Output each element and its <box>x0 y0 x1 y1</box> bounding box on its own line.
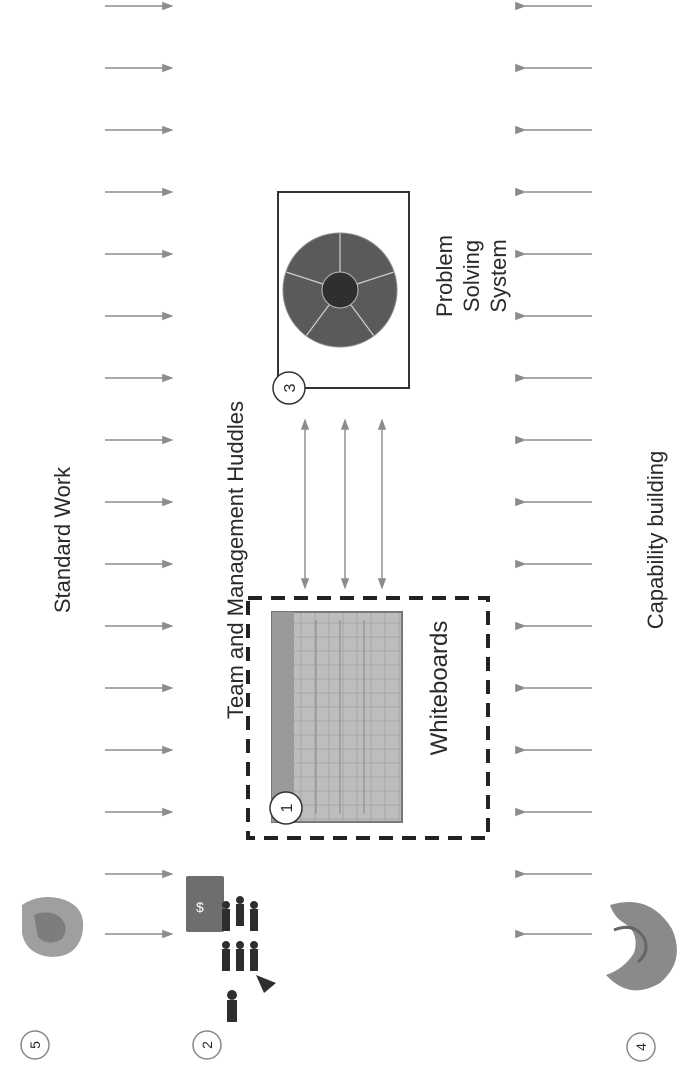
huddles-label: Team and Management Huddles <box>223 401 248 719</box>
marker-3-text: 3 <box>282 383 299 392</box>
standard-work-arrows <box>105 6 172 934</box>
capability-arrows <box>525 6 592 934</box>
connector-arrows <box>305 420 382 588</box>
capability-label: Capability building <box>643 451 668 630</box>
standard-work-label: Standard Work <box>50 466 75 613</box>
marker-3: 3 <box>273 372 305 404</box>
marker-5-text: 5 <box>27 1041 43 1049</box>
whiteboard-photo-icon <box>272 612 402 822</box>
svg-text:$: $ <box>196 899 204 915</box>
marker-2: 2 <box>193 1031 221 1059</box>
whiteboards-label: Whiteboards <box>426 621 453 756</box>
marker-5: 5 <box>21 1031 49 1059</box>
team-huddle-figures-icon: $ <box>186 876 276 1022</box>
problem-solving-wheel-icon <box>283 233 397 347</box>
capability-building-photo-icon <box>606 902 677 990</box>
marker-2-text: 2 <box>199 1041 215 1049</box>
marker-4-text: 4 <box>633 1043 649 1051</box>
standard-work-photo-icon <box>22 897 83 957</box>
problem-solving-label-1: Problem <box>432 235 457 317</box>
marker-4: 4 <box>627 1033 655 1061</box>
problem-solving-label-3: System <box>486 239 511 312</box>
marker-1: 1 <box>270 792 302 824</box>
marker-1-text: 1 <box>279 803 296 812</box>
problem-solving-label-2: Solving <box>459 240 484 312</box>
